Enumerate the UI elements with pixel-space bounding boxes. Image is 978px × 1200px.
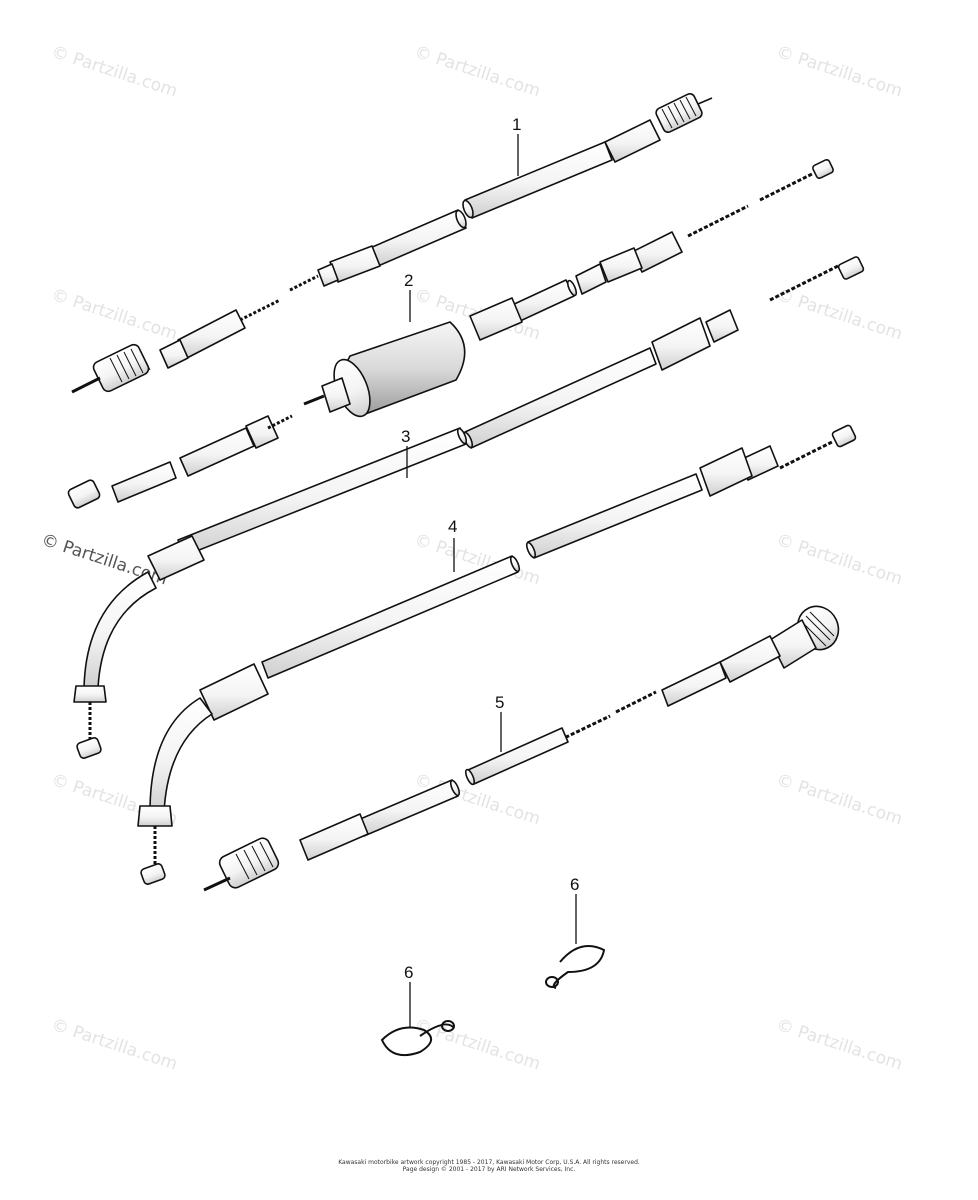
part-3-clutch-cable[interactable] bbox=[73, 256, 865, 759]
part-1-speedometer-cable[interactable] bbox=[71, 92, 713, 394]
part-4-throttle-cable[interactable] bbox=[137, 424, 857, 885]
callout-5: 5 bbox=[495, 693, 505, 712]
part-5-choke-cable[interactable] bbox=[203, 599, 846, 892]
part-6-clip-upper[interactable] bbox=[545, 945, 606, 989]
callout-2: 2 bbox=[404, 271, 414, 290]
callout-4: 4 bbox=[448, 517, 458, 536]
callout-6-upper: 6 bbox=[570, 875, 580, 894]
part-3-lower-end[interactable] bbox=[67, 414, 293, 509]
part-6-clip-lower[interactable] bbox=[380, 1020, 455, 1056]
copyright-line-2: Page design © 2001 - 2017 by ARI Network… bbox=[402, 1166, 576, 1173]
leader-lines bbox=[406, 134, 577, 1028]
copyright-line-1: Kawasaki motorbike artwork copyright 198… bbox=[338, 1159, 640, 1166]
callout-3: 3 bbox=[401, 427, 411, 446]
callout-6-lower: 6 bbox=[404, 963, 414, 982]
callout-1: 1 bbox=[512, 115, 522, 134]
part-2-tachometer-cable[interactable] bbox=[303, 158, 834, 422]
